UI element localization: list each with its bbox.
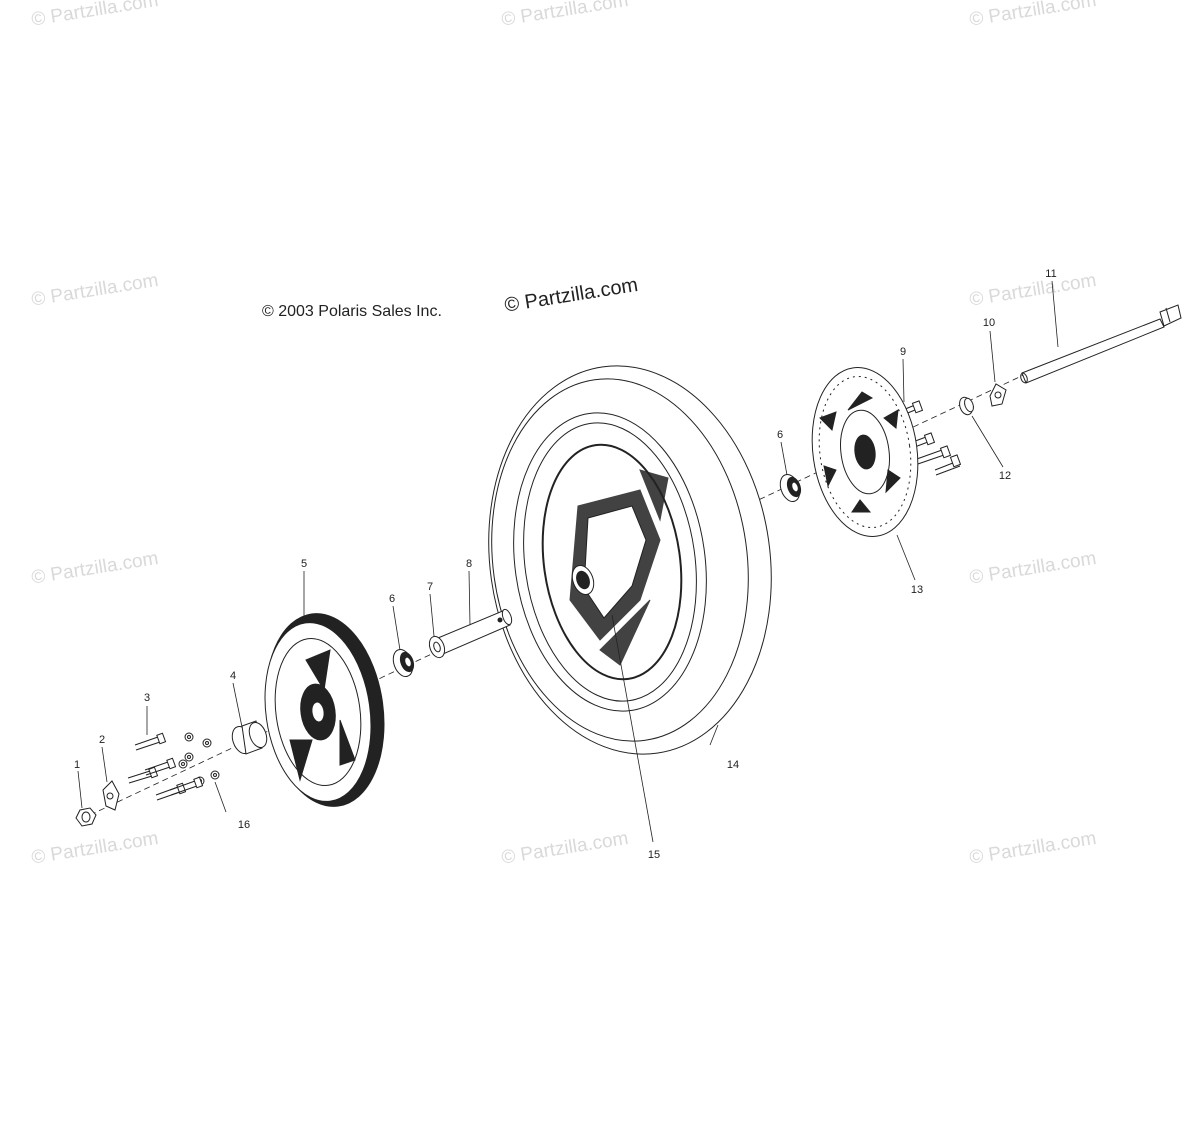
callout-10: 10 — [982, 317, 996, 329]
callout-11: 11 — [1045, 268, 1057, 280]
callout-4: 4 — [229, 670, 237, 682]
callout-7: 7 — [426, 581, 434, 593]
callout-5: 5 — [300, 558, 308, 570]
callout-14: 14 — [726, 759, 740, 771]
callout-3: 3 — [143, 692, 151, 704]
sleeve — [428, 635, 446, 659]
adjuster-plate-right — [989, 383, 1007, 407]
axle-nut — [75, 807, 97, 827]
drive-sprocket — [264, 613, 385, 807]
copyright-text: © 2003 Polaris Sales Inc. — [262, 303, 442, 320]
callout-2: 2 — [98, 734, 106, 746]
wheel-bearing-right — [779, 473, 802, 503]
callout-15: 15 — [647, 849, 661, 861]
cast-wheel — [523, 422, 697, 702]
callout-13: 13 — [910, 584, 924, 596]
callout-1: 1 — [73, 759, 81, 771]
washers-nuts — [178, 732, 220, 786]
adjuster-plate-left — [102, 780, 120, 811]
axle-shaft — [1020, 304, 1182, 384]
axle-spacer-tube — [437, 608, 513, 655]
callout-9: 9 — [899, 346, 907, 358]
hub-spacer — [231, 720, 268, 755]
leader-lines — [77, 280, 1059, 843]
callout-6-left: 6 — [388, 593, 396, 605]
spacer-right — [959, 396, 974, 416]
callout-16: 16 — [237, 819, 251, 831]
callout-12: 12 — [998, 470, 1012, 482]
brake-rotor — [811, 367, 919, 537]
callout-8: 8 — [465, 558, 473, 570]
wheel-bearing-left — [392, 648, 415, 678]
sprocket-bolts — [127, 732, 204, 801]
callout-6-right: 6 — [776, 429, 784, 441]
